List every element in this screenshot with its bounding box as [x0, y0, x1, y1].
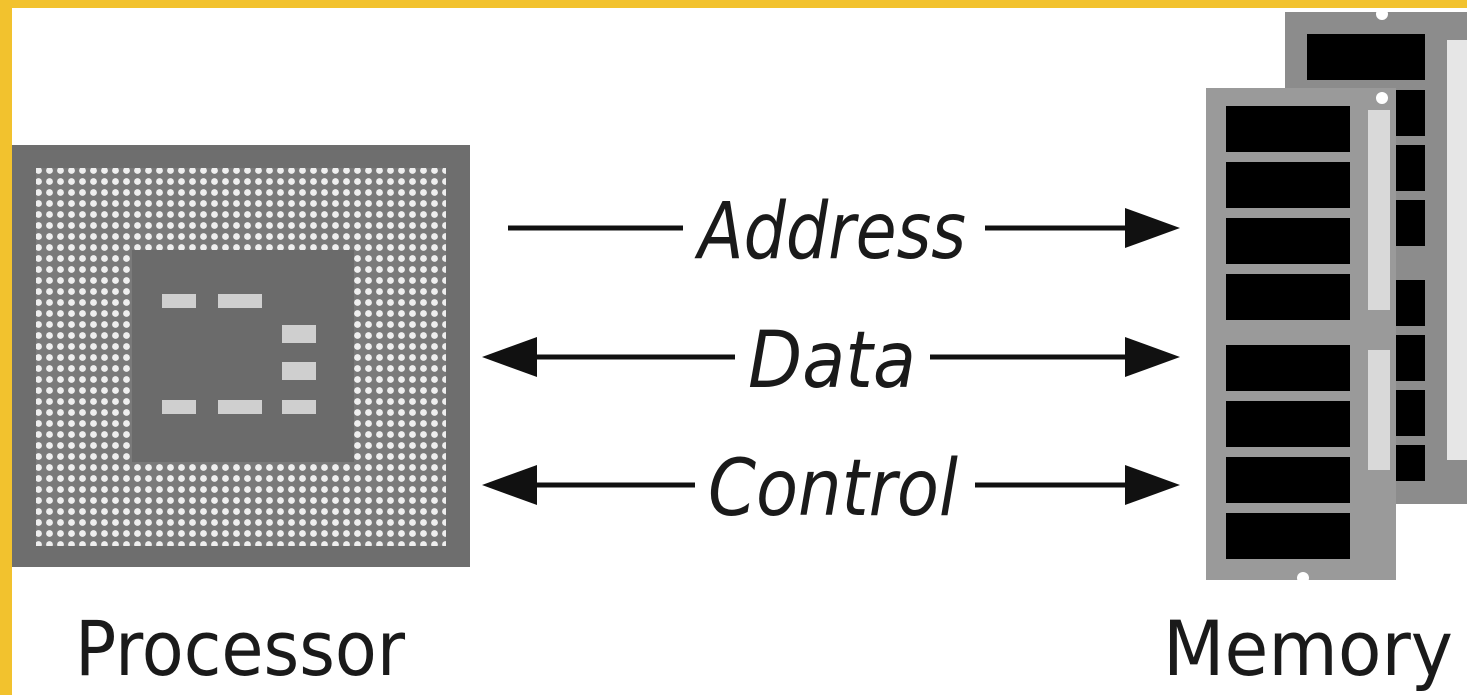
control-bus-label: Control [708, 444, 958, 534]
address-bus-label: Address [694, 187, 966, 277]
control-arrowhead-left [482, 465, 537, 505]
address-arrowhead-right [1125, 208, 1180, 248]
frame-border-left [0, 0, 12, 695]
processor-label: Processor [75, 604, 406, 693]
data-bus-label: Data [748, 316, 916, 406]
control-bus: Control [482, 444, 1180, 534]
processor-die-pads [162, 294, 316, 414]
processor-chip-icon [12, 145, 470, 567]
address-bus: Address [508, 187, 1180, 277]
data-bus: Data [482, 316, 1180, 406]
frame-border-top [0, 0, 1467, 8]
control-arrowhead-right [1125, 465, 1180, 505]
memory-label: Memory [1163, 604, 1453, 693]
memory-module-icon [1206, 8, 1467, 584]
memory-module-front [1206, 88, 1396, 584]
data-arrowhead-left [482, 337, 537, 377]
data-arrowhead-right [1125, 337, 1180, 377]
